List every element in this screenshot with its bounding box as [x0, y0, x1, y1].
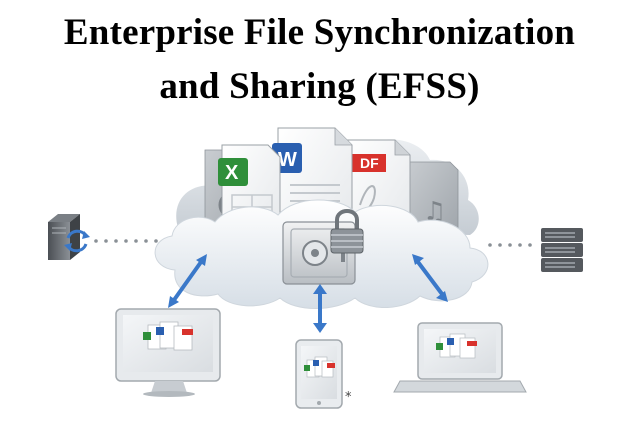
on-premise-server-icon	[48, 214, 80, 260]
sync-arrows	[168, 254, 448, 333]
footnote-asterisk: *	[345, 390, 352, 405]
desktop-computer-icon	[115, 308, 221, 397]
padlock-icon	[330, 209, 364, 254]
laptop-documents-icon	[436, 333, 477, 359]
diagram-title-line-1: Enterprise File Synchronization	[63, 12, 576, 53]
diagram-title-line-2: and Sharing (EFSS)	[159, 66, 480, 107]
server-connection-lines	[94, 239, 532, 247]
excel-label: X	[225, 162, 239, 184]
arrow-to-laptop	[412, 254, 448, 302]
tablet-documents-icon	[304, 356, 335, 378]
laptop-icon	[393, 322, 527, 393]
desktop-documents-icon	[143, 321, 193, 351]
tablet-icon: *	[295, 339, 352, 409]
arrow-to-desktop	[168, 254, 207, 308]
arrow-to-tablet	[313, 284, 327, 333]
server-rack-icon	[541, 228, 583, 272]
word-label: W	[278, 149, 297, 171]
pdf-label: DF	[360, 155, 379, 171]
sync-icon	[64, 229, 90, 253]
